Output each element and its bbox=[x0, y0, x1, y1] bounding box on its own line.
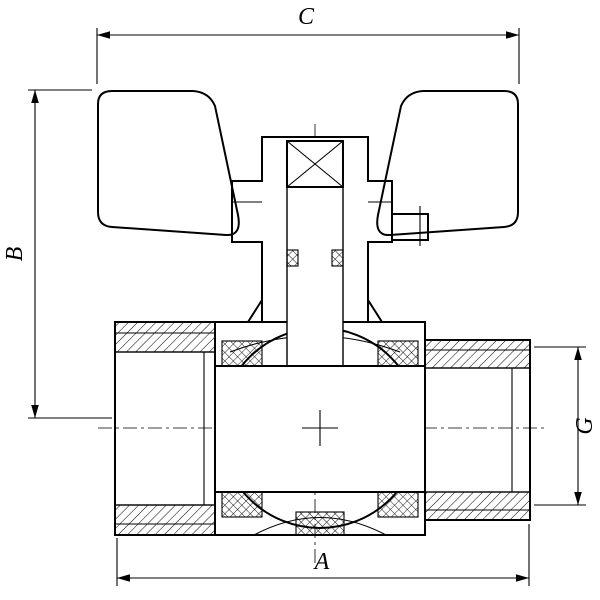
left-port-thread-top bbox=[114, 321, 216, 353]
dim-b-arrow-top bbox=[31, 90, 39, 103]
stem-top-square bbox=[286, 140, 344, 188]
handle-stop-tab bbox=[391, 213, 429, 241]
bottom-seat bbox=[295, 511, 345, 536]
dimension-g: G bbox=[534, 346, 598, 506]
packing-right bbox=[331, 249, 344, 267]
dim-c-arrow-left bbox=[97, 31, 110, 39]
right-port-outline bbox=[424, 339, 531, 521]
dim-a-arrow-right bbox=[516, 574, 529, 582]
handle-left-wing bbox=[97, 90, 240, 237]
dim-b-arrow-bottom bbox=[31, 405, 39, 418]
valve-body bbox=[114, 299, 531, 536]
bonnet-flare-left bbox=[247, 299, 263, 323]
left-port-outline bbox=[114, 321, 216, 536]
seat-left-top bbox=[221, 340, 263, 367]
left-port bbox=[114, 321, 216, 536]
dimension-a: A bbox=[116, 524, 530, 586]
right-port-thread-top bbox=[424, 339, 531, 369]
dim-label-b: B bbox=[2, 246, 28, 261]
dim-label-g: G bbox=[572, 417, 598, 434]
packing-left bbox=[286, 249, 299, 267]
dimension-b: B bbox=[2, 89, 112, 419]
dimension-c: C bbox=[96, 4, 520, 84]
seat-right-bottom bbox=[377, 491, 419, 518]
stem-assembly bbox=[231, 136, 429, 365]
seat-right-top bbox=[377, 340, 419, 367]
gland-nut-section bbox=[231, 136, 393, 323]
seat-left-bottom bbox=[221, 491, 263, 518]
dim-c-arrow-right bbox=[506, 31, 519, 39]
stem-cross-diagonal-2 bbox=[286, 140, 344, 188]
handle-right-wing bbox=[376, 90, 519, 237]
dim-a-arrow-left bbox=[117, 574, 130, 582]
dim-g-arrow-bottom bbox=[574, 492, 582, 505]
butterfly-handle bbox=[97, 90, 519, 237]
bonnet-flare-right bbox=[367, 299, 383, 323]
dim-label-c: C bbox=[298, 4, 315, 30]
dim-label-a: A bbox=[313, 549, 330, 575]
bottom-dome-arc bbox=[253, 516, 387, 536]
dim-g-arrow-top bbox=[574, 347, 582, 360]
right-port bbox=[424, 339, 531, 521]
left-port-thread-bottom bbox=[114, 504, 216, 536]
right-port-thread-bottom bbox=[424, 491, 531, 521]
